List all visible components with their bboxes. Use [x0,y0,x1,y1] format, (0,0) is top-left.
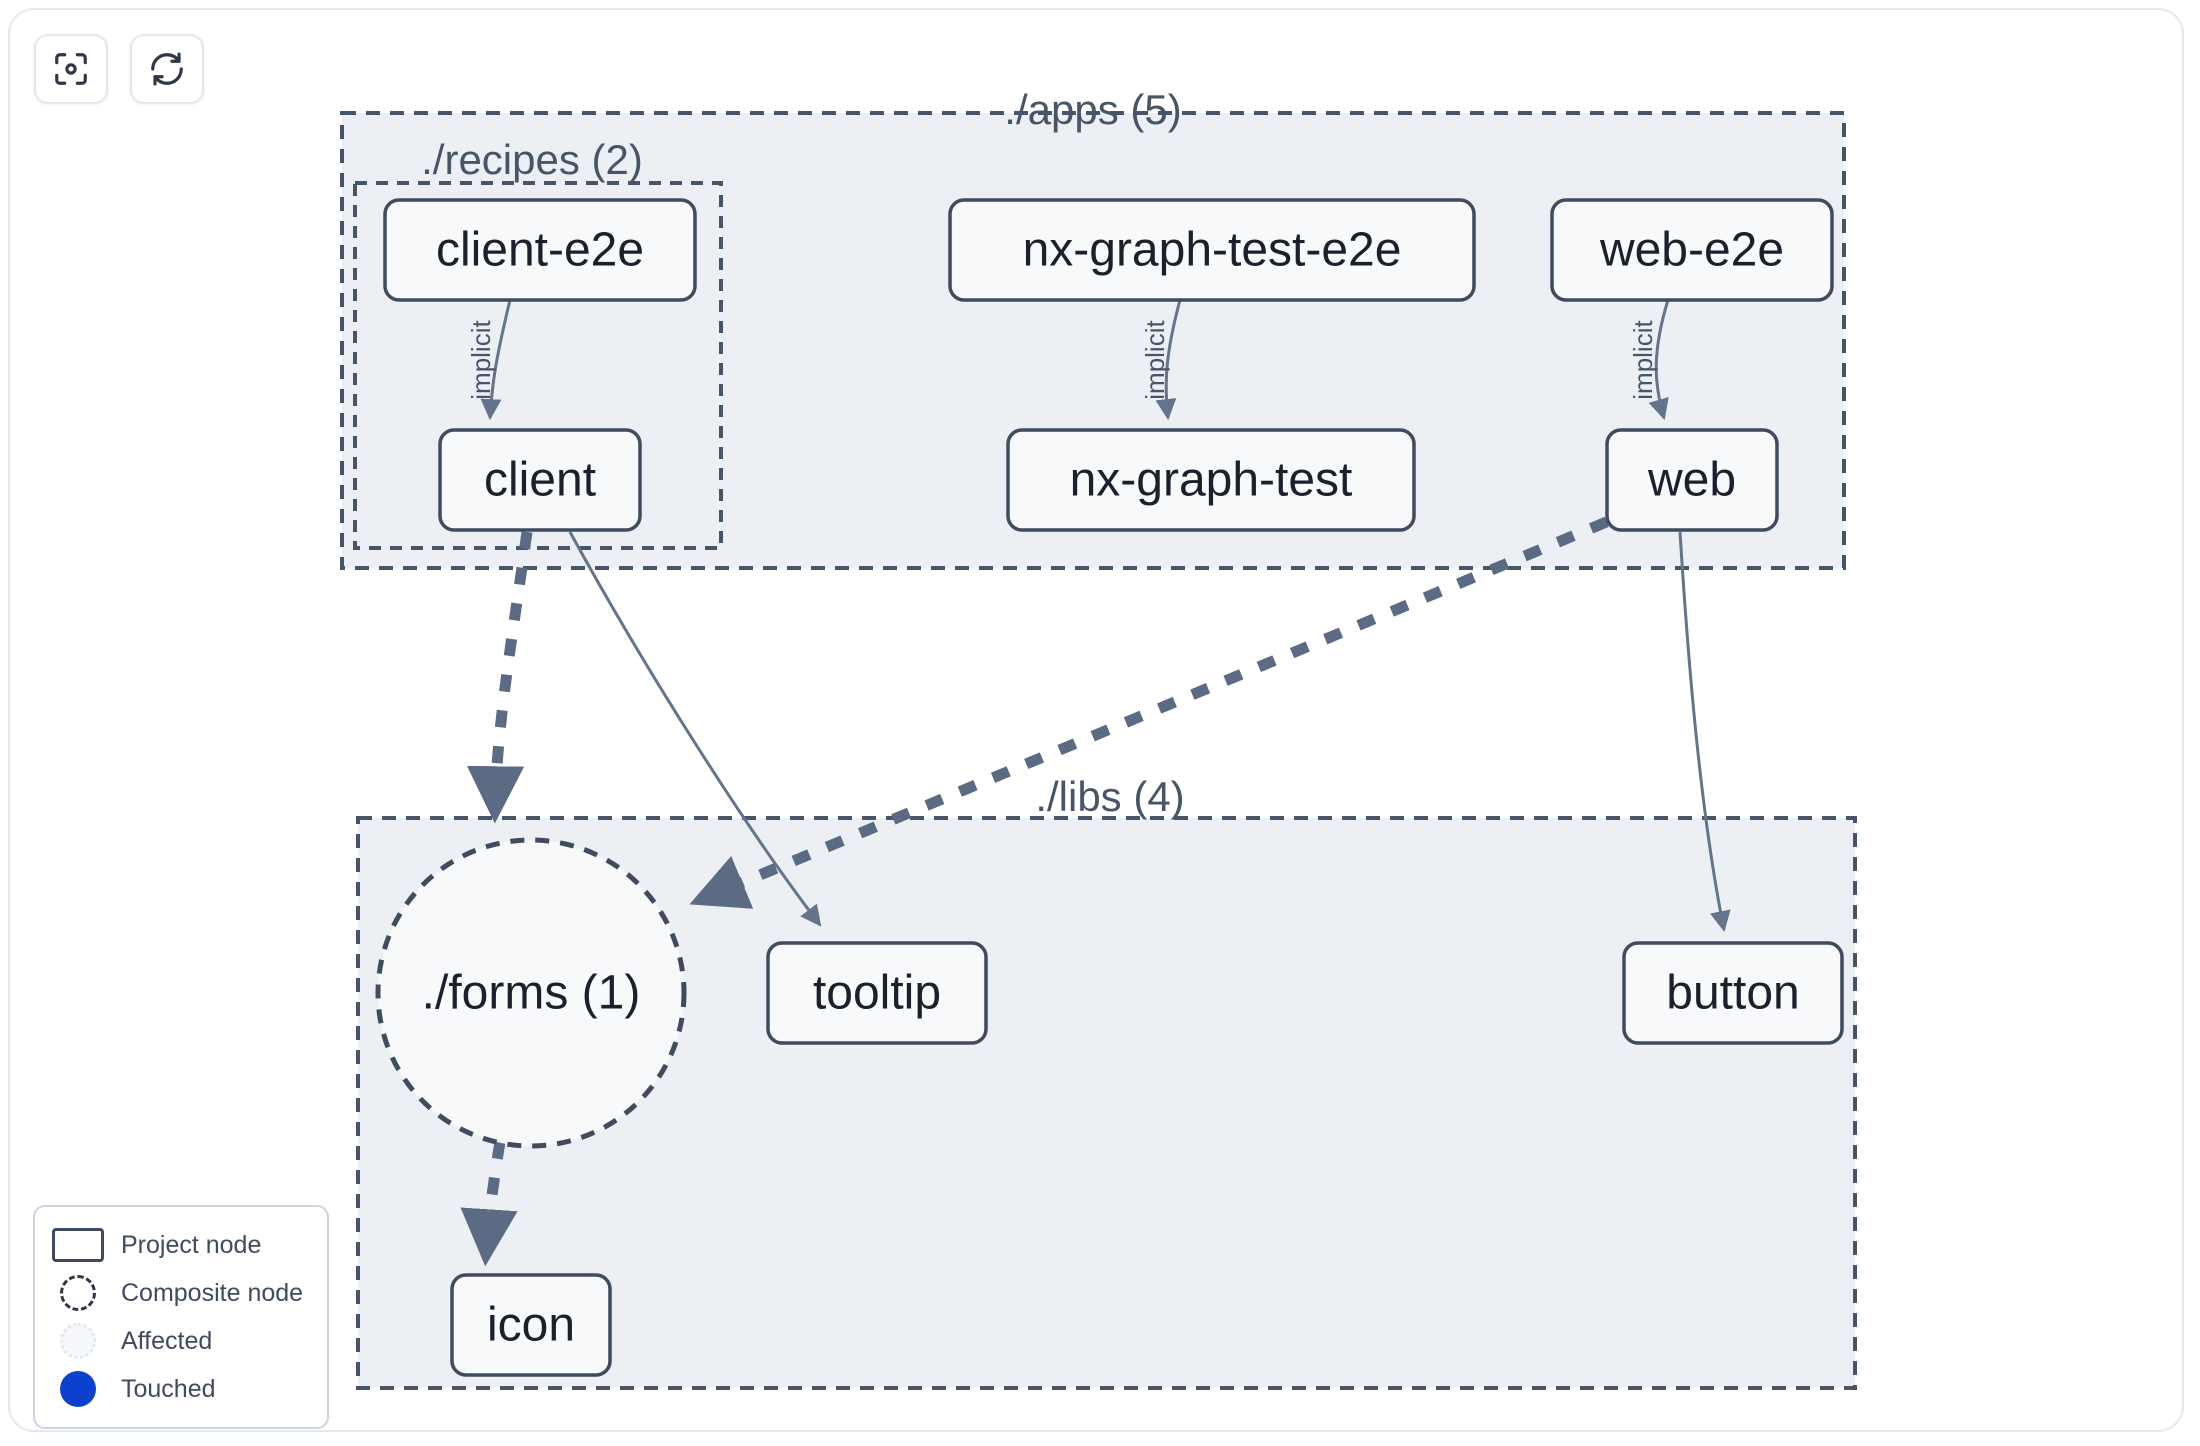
node-shape[interactable] [450,1273,612,1377]
focus-graph-button[interactable] [34,34,108,104]
node-label: web [1647,454,1736,507]
legend-item-touched: Touched [51,1365,311,1413]
node-label: icon [487,1299,575,1352]
edge-client-to-tooltip[interactable] [568,531,822,927]
node-shape[interactable] [948,198,1476,302]
composite-node-swatch [51,1275,105,1311]
node-label: web-e2e [1599,224,1784,277]
edge-line [466,531,533,824]
node-web[interactable]: web [1605,428,1779,532]
edge-label-implicit: implicit [1628,320,1658,400]
edge-client-e2e-to-client[interactable]: implicit [466,299,512,421]
node-label: button [1666,967,1799,1020]
node-client-e2e[interactable]: client-e2e [383,198,697,302]
affected-swatch [51,1323,105,1359]
edge-line [1155,299,1182,421]
node-shape[interactable] [1622,941,1844,1045]
edge-label-implicit: implicit [1140,320,1170,400]
edge-line [1648,299,1670,421]
group-recipes-label: ./recipes (2) [421,136,643,183]
refresh-graph-button[interactable] [130,34,204,104]
refresh-icon [148,50,186,88]
node-shape[interactable] [1006,428,1416,532]
edge-web-to-button[interactable] [1678,531,1731,933]
edge-line [568,531,822,927]
node-shape[interactable] [375,837,687,1149]
legend-item-project-node: Project node [51,1221,311,1269]
legend-label-project-node: Project node [121,1230,262,1259]
node-forms-composite[interactable]: ./forms (1) [375,837,687,1149]
graph-legend: Project node Composite node Affected Tou… [33,1205,329,1429]
node-shape[interactable] [438,428,642,532]
edge-web-e2e-to-web[interactable]: implicit [1628,299,1670,421]
legend-item-composite-node: Composite node [51,1269,311,1317]
node-web-e2e[interactable]: web-e2e [1550,198,1834,302]
group-apps-label: ./apps (5) [1004,86,1181,133]
edge-client-to-forms[interactable] [466,531,533,824]
edge-label-implicit: implicit [466,320,496,400]
focus-target-icon [52,50,90,88]
node-label: client-e2e [436,224,644,277]
project-node-swatch [51,1227,105,1263]
edge-line [480,299,512,421]
node-shape[interactable] [1605,428,1779,532]
node-label: nx-graph-test [1070,454,1353,507]
node-icon[interactable]: icon [450,1273,612,1377]
legend-item-affected: Affected [51,1317,311,1365]
node-shape[interactable] [1550,198,1834,302]
node-label: ./forms (1) [422,967,641,1020]
node-nx-graph-test[interactable]: nx-graph-test [1006,428,1416,532]
graph-toolbar [34,34,204,104]
node-label: client [484,454,596,507]
edge-web-to-forms[interactable] [689,502,1643,909]
legend-label-composite-node: Composite node [121,1278,304,1307]
node-shape[interactable] [383,198,697,302]
group-libs-label: ./libs (4) [1035,773,1184,820]
node-label: nx-graph-test-e2e [1023,224,1402,277]
edge-line [1678,531,1731,933]
node-client[interactable]: client [438,428,642,532]
edge-line [460,1141,518,1267]
node-tooltip[interactable]: tooltip [766,941,988,1045]
edge-nx-graph-test-e2e-to-nx-graph-test[interactable]: implicit [1140,299,1182,421]
node-button[interactable]: button [1622,941,1844,1045]
node-shape[interactable] [766,941,988,1045]
edge-line [689,502,1643,909]
legend-label-affected: Affected [121,1326,213,1355]
node-nx-graph-test-e2e[interactable]: nx-graph-test-e2e [948,198,1476,302]
node-label: tooltip [813,967,941,1020]
edge-forms-to-icon[interactable] [460,1141,518,1267]
legend-label-touched: Touched [121,1374,216,1403]
touched-swatch [51,1371,105,1407]
